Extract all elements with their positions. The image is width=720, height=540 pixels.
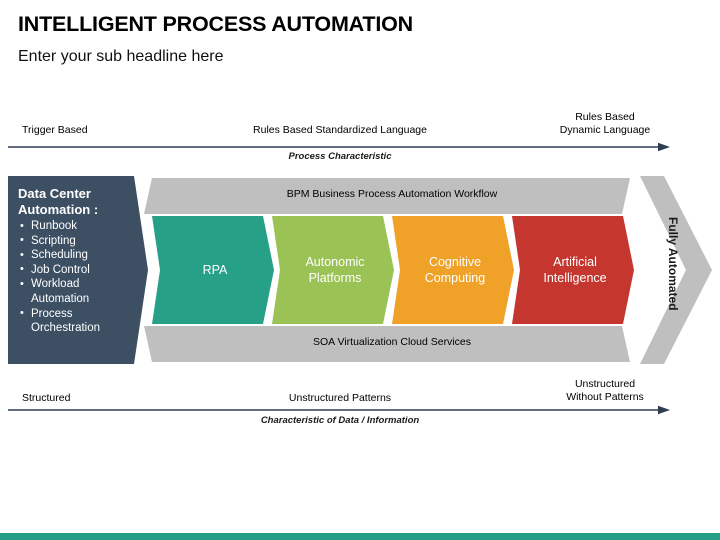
- list-item: Workload Automation: [18, 277, 128, 306]
- stage-label-artificial-intelligence: Artificial Intelligence: [543, 255, 607, 285]
- bpm-band-shape: [144, 178, 630, 214]
- bpm-band-label: BPM Business Process Automation Workflow: [286, 188, 498, 200]
- bottom-axis-label-middle: Unstructured Patterns: [288, 392, 392, 404]
- accent-bar: [0, 533, 720, 540]
- stage-label-autonomic-platforms: Autonomic Platforms: [305, 255, 365, 285]
- top-axis-caption: Process Characteristic: [288, 151, 392, 162]
- bottom-axis-label-right: Unstructured Without Patterns: [566, 378, 644, 403]
- list-item: Runbook: [18, 219, 128, 234]
- page-title: INTELLIGENT PROCESS AUTOMATION: [18, 12, 413, 36]
- list-item: Job Control: [18, 262, 128, 278]
- list-item: Scripting: [18, 233, 128, 249]
- data-center-automation-list: Runbook Scripting Scheduling Job Control…: [18, 219, 128, 336]
- fully-automated-shape: [640, 176, 712, 364]
- soa-band-label: SOA Virtualization Cloud Services: [313, 336, 471, 348]
- process-diagram: Data Center Automation : Runbook Scripti…: [0, 170, 720, 370]
- stage-shape-rpa: [152, 216, 274, 324]
- bottom-axis-arrow: [8, 402, 670, 415]
- top-axis-label-middle: Rules Based Standardized Language: [253, 124, 427, 136]
- stage-label-cognitive-computing: Cognitive Computing: [424, 255, 486, 285]
- stage-shape-cognitive-computing: [392, 216, 514, 324]
- bottom-axis-label-left: Structured: [22, 392, 71, 404]
- fully-automated-label: Fully Automated: [666, 217, 680, 311]
- list-item: Scheduling: [18, 248, 128, 263]
- bottom-axis-caption: Characteristic of Data / Information: [260, 415, 420, 426]
- stage-label-rpa: RPA: [202, 263, 228, 277]
- list-item: Process Orchestration: [18, 306, 128, 336]
- top-axis-label-right: Rules Based Dynamic Language: [559, 111, 651, 136]
- page-subtitle: Enter your sub headline here: [18, 48, 224, 65]
- data-center-panel-title: Data Center Automation :: [18, 186, 99, 217]
- data-center-panel: Data Center Automation : Runbook Scripti…: [8, 176, 134, 364]
- soa-band-shape: [144, 326, 630, 362]
- top-axis-label-left: Trigger Based: [22, 124, 88, 136]
- stage-shape-autonomic-platforms: [272, 216, 394, 324]
- top-axis-arrow: [8, 139, 670, 152]
- stage-shape-artificial-intelligence: [512, 216, 634, 324]
